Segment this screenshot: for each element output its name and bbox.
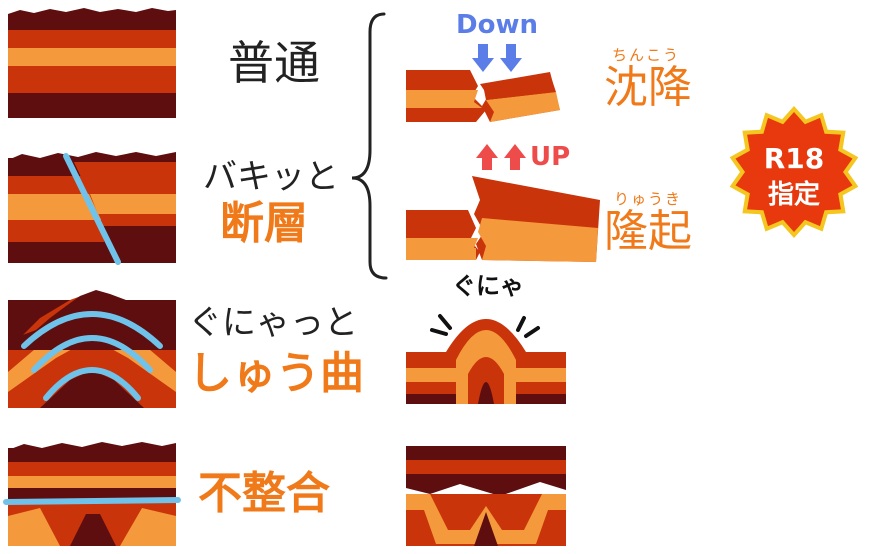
bend-fold-illustration bbox=[406, 314, 566, 404]
uplift-illustration bbox=[406, 144, 600, 262]
label-snap: バキッと bbox=[203, 157, 339, 197]
ruby-uplift: りゅうき bbox=[614, 190, 683, 208]
label-fault: 断層 bbox=[220, 198, 308, 249]
badge-line1: R18 bbox=[763, 142, 825, 175]
down-arrow-icon bbox=[472, 44, 522, 72]
unconformity-strata-illustration bbox=[3, 442, 181, 546]
normal-strata-illustration bbox=[8, 8, 176, 118]
badge-line2: 指定 bbox=[767, 180, 820, 210]
r18-badge-text: R18 指定 bbox=[730, 114, 858, 232]
r18-badge bbox=[729, 106, 859, 238]
ruby-subsidence: ちんこう bbox=[612, 46, 681, 64]
unconformity-right-illustration bbox=[406, 446, 566, 546]
fold-strata-illustration bbox=[8, 290, 176, 408]
brace bbox=[351, 12, 388, 280]
label-uplift: 隆起 bbox=[604, 206, 692, 257]
label-normal: 普通 bbox=[228, 36, 320, 90]
label-fold: しゅう曲 bbox=[188, 348, 364, 399]
up-arrow-icon bbox=[476, 144, 526, 170]
onomatopoeia-text: ぐにゃ bbox=[452, 272, 524, 300]
label-unconformity: 不整合 bbox=[198, 468, 330, 519]
label-subsidence: 沈降 bbox=[604, 62, 692, 113]
fault-strata-illustration bbox=[8, 152, 176, 265]
down-text: Down bbox=[456, 10, 538, 40]
label-bend: ぐにゃっと bbox=[188, 303, 358, 343]
subsidence-illustration bbox=[406, 44, 560, 122]
up-text: UP bbox=[530, 142, 571, 172]
